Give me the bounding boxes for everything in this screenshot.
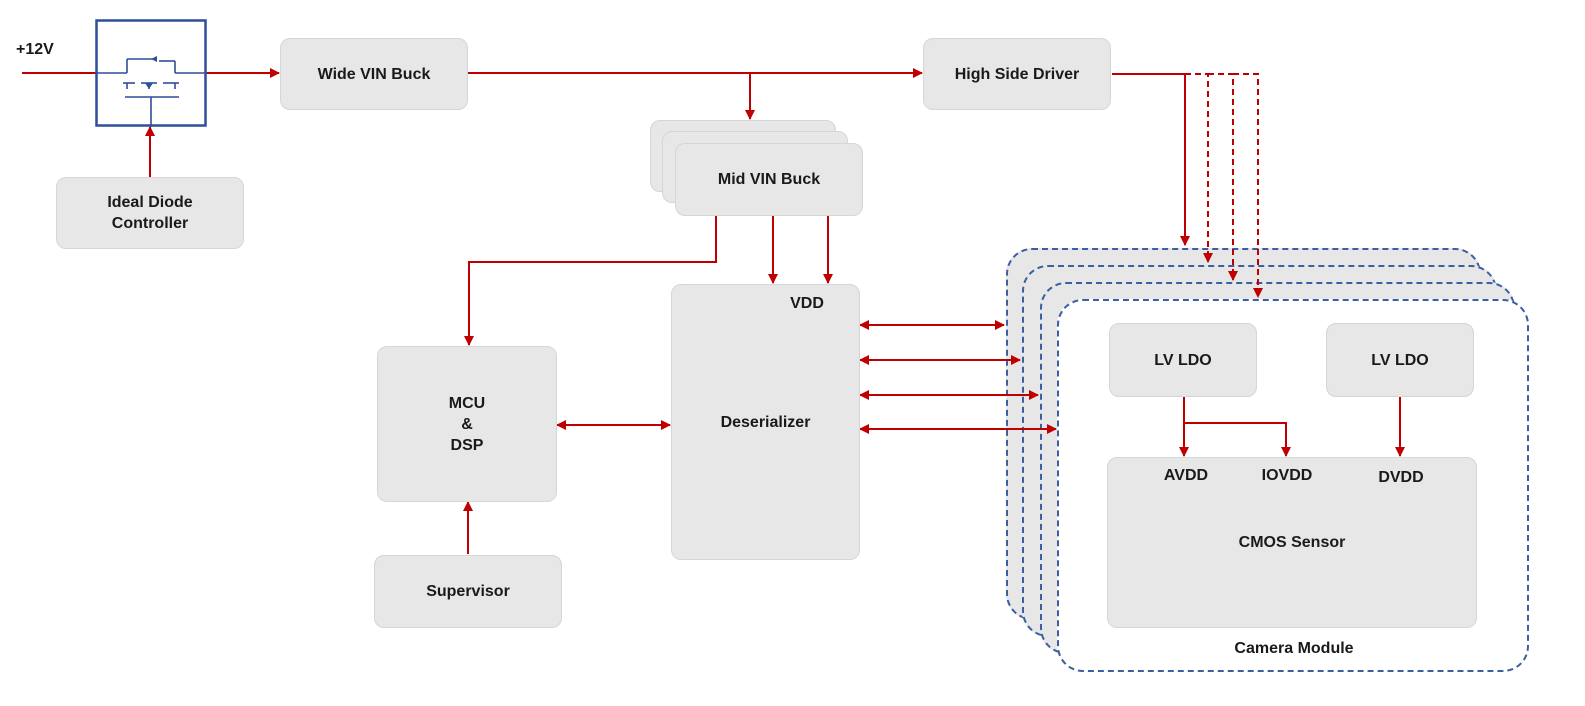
ideal-diode-mosfet-icon [95,19,207,127]
wire-highside-to-cam-1 [1112,73,1190,246]
high-side-driver-block: High Side Driver [923,38,1111,110]
camera-module-label: Camera Module [1234,640,1354,657]
iovdd-label: IOVDD [1261,467,1313,484]
wide-vin-buck-block: Wide VIN Buck [280,38,468,110]
avdd-label: AVDD [1163,467,1209,484]
mid-vin-buck-block: Mid VIN Buck [675,143,863,216]
cmos-sensor-block: CMOS Sensor [1107,457,1477,628]
wire-ldo1-to-iovdd [1184,422,1291,457]
dvdd-label: DVDD [1378,469,1424,486]
wire-highside-to-cam-3 [1208,73,1238,281]
deserializer-block: Deserializer [671,284,860,560]
lv-ldo-block-2: LV LDO [1326,323,1474,397]
supervisor-block: Supervisor [374,555,562,628]
wire-highside-to-cam-4 [1233,73,1263,298]
lv-ldo-block-1: LV LDO [1109,323,1257,397]
wire-midbuck-to-mcu [464,216,717,346]
ideal-diode-controller-block: Ideal Diode Controller [56,177,244,249]
wire-highside-to-cam-2 [1185,73,1213,263]
input-voltage-label: +12V [16,41,54,58]
deserializer-vdd-label: VDD [790,295,824,312]
mcu-dsp-block: MCU & DSP [377,346,557,502]
